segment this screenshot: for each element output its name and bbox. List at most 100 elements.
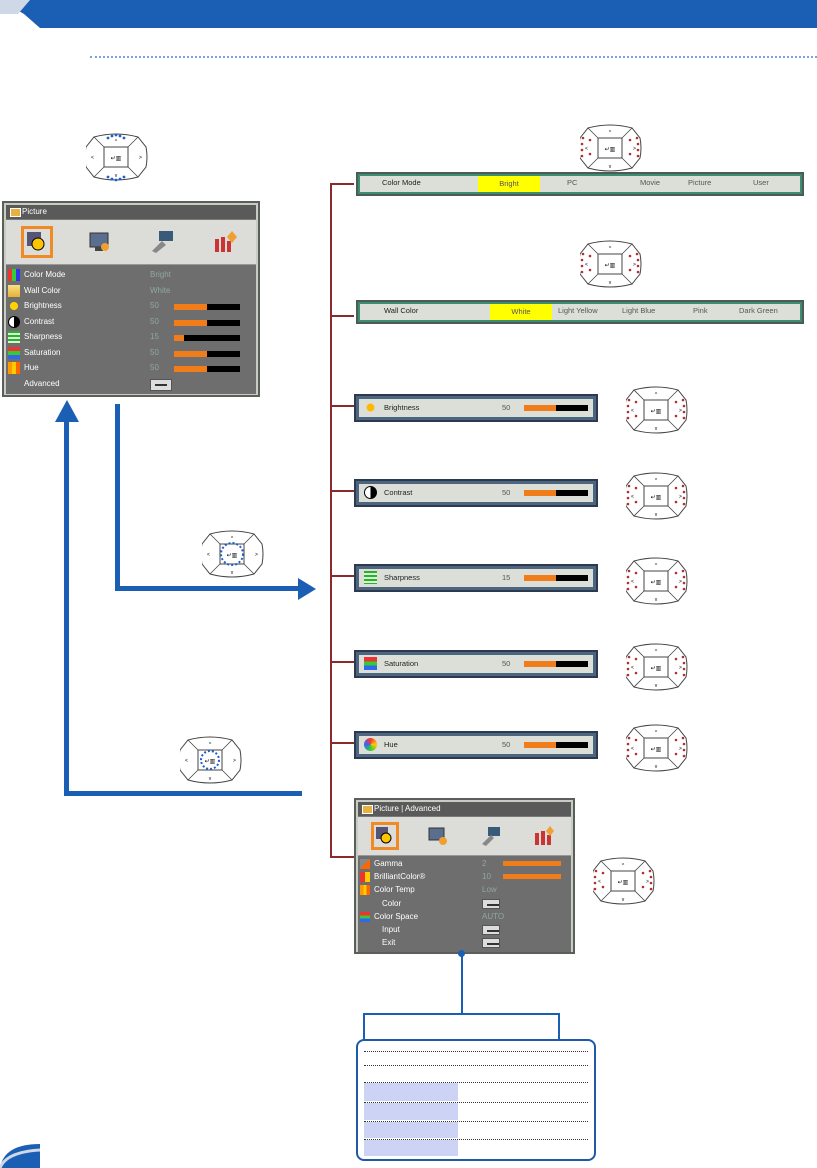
contrast-label: Contrast [384, 488, 413, 497]
slider-fill [174, 366, 207, 372]
wall-color-option-dark-green[interactable]: Dark Green [739, 306, 778, 315]
picture-tab-icon[interactable] [370, 822, 399, 850]
wall-color-option-light-blue[interactable]: Light Blue [622, 306, 656, 315]
color-mode-option-bright[interactable]: Bright [478, 176, 540, 192]
slider-fill [174, 304, 207, 310]
picture-tab-icon[interactable] [21, 226, 54, 258]
display-tab-icon[interactable] [427, 825, 449, 847]
saturation-slider[interactable] [174, 350, 240, 357]
input-row[interactable]: Input [358, 924, 571, 937]
options-tab-icon[interactable] [533, 825, 555, 847]
hue-slider[interactable] [174, 366, 240, 372]
keypad-updown-icon [86, 133, 148, 182]
slider-fill [174, 335, 184, 341]
brilliantcolor-slider[interactable] [503, 874, 561, 880]
enter-icon[interactable] [150, 378, 172, 391]
contrast-slider[interactable] [524, 490, 588, 496]
saturation-icon [8, 346, 20, 359]
gamma-slider[interactable] [503, 861, 561, 866]
slider-fill [524, 490, 556, 496]
table-rule [364, 1139, 588, 1140]
color-mode-option-picture[interactable]: Picture [688, 178, 712, 187]
picture-title-icon [10, 208, 21, 217]
arrow-up-icon [55, 400, 79, 422]
table-rule [364, 1051, 588, 1052]
keypad-leftright-icon [580, 124, 642, 172]
setup-tab-icon[interactable] [149, 229, 175, 255]
brightness-icon [364, 401, 377, 414]
brightness-slider[interactable] [174, 304, 240, 310]
saturation-bar: Saturation 50 [356, 652, 596, 676]
color-mode-option-user[interactable]: User [753, 178, 769, 187]
picture-menu-title: Picture [6, 205, 256, 220]
color-space-icon [360, 911, 370, 922]
enter-icon[interactable] [482, 924, 500, 935]
keypad-leftright-icon [626, 557, 688, 605]
enter-icon[interactable] [482, 938, 500, 949]
wall-color-option-white[interactable]: White [490, 304, 552, 320]
color-mode-option-movie[interactable]: Movie [640, 178, 661, 187]
options-tab-icon[interactable] [212, 229, 238, 255]
wall-color-option-light-yellow[interactable]: Light Yellow [558, 306, 598, 315]
setup-tab-icon[interactable] [480, 825, 502, 847]
arrow-right-icon [298, 578, 316, 600]
advanced-tab-row [358, 817, 571, 856]
sharpness-slider[interactable] [174, 335, 240, 341]
color-mode-label: Color Mode [382, 178, 421, 187]
table-rule [364, 1102, 588, 1103]
enter-icon[interactable] [482, 898, 500, 909]
connector-line [558, 1013, 560, 1039]
hue-slider[interactable] [524, 742, 588, 748]
saturation-value: 50 [502, 659, 511, 668]
display-tab-icon[interactable] [87, 229, 113, 255]
slider-fill [503, 861, 561, 866]
hue-label: Hue [384, 740, 398, 749]
keypad-leftright-icon [580, 240, 642, 288]
keypad-leftright-icon [626, 643, 688, 691]
brightness-slider[interactable] [524, 405, 588, 411]
contrast-slider[interactable] [174, 319, 240, 326]
contrast-icon [364, 486, 377, 499]
advanced-row[interactable]: Advanced [6, 377, 256, 393]
table-rule [364, 1082, 588, 1083]
brightness-bar: Brightness 50 [356, 396, 596, 420]
keypad-leftright-icon [626, 386, 688, 434]
sharpness-slider[interactable] [524, 575, 588, 581]
header-band [0, 0, 817, 28]
keypad-leftright-icon [626, 724, 688, 772]
saturation-slider[interactable] [524, 661, 588, 667]
brilliantcolor-row[interactable]: BrilliantColor®10 [358, 871, 571, 884]
bracket-tick [330, 856, 358, 858]
wall-color-bar: Wall Color White Light Yellow Light Blue… [358, 302, 802, 322]
table-rule [364, 1121, 588, 1122]
bracket-tick [330, 490, 354, 492]
sharpness-icon [364, 571, 377, 584]
contrast-icon [8, 315, 20, 328]
bracket-tick [330, 575, 354, 577]
wall-color-option-pink[interactable]: Pink [693, 306, 708, 315]
color-mode-icon [8, 269, 20, 281]
menu-return-arrow [64, 418, 69, 796]
color-mode-option-pc[interactable]: PC [567, 178, 578, 187]
enter-flow-arrow [115, 404, 120, 590]
color-row[interactable]: Color [358, 898, 571, 911]
slider-fill [174, 350, 207, 357]
bracket-tick [330, 315, 354, 317]
slider-fill [503, 874, 561, 880]
exit-row[interactable]: Exit [358, 937, 571, 950]
hue-icon [364, 738, 377, 751]
color-temp-icon [360, 885, 370, 896]
table-cell [364, 1083, 458, 1101]
dotted-divider [90, 56, 817, 58]
